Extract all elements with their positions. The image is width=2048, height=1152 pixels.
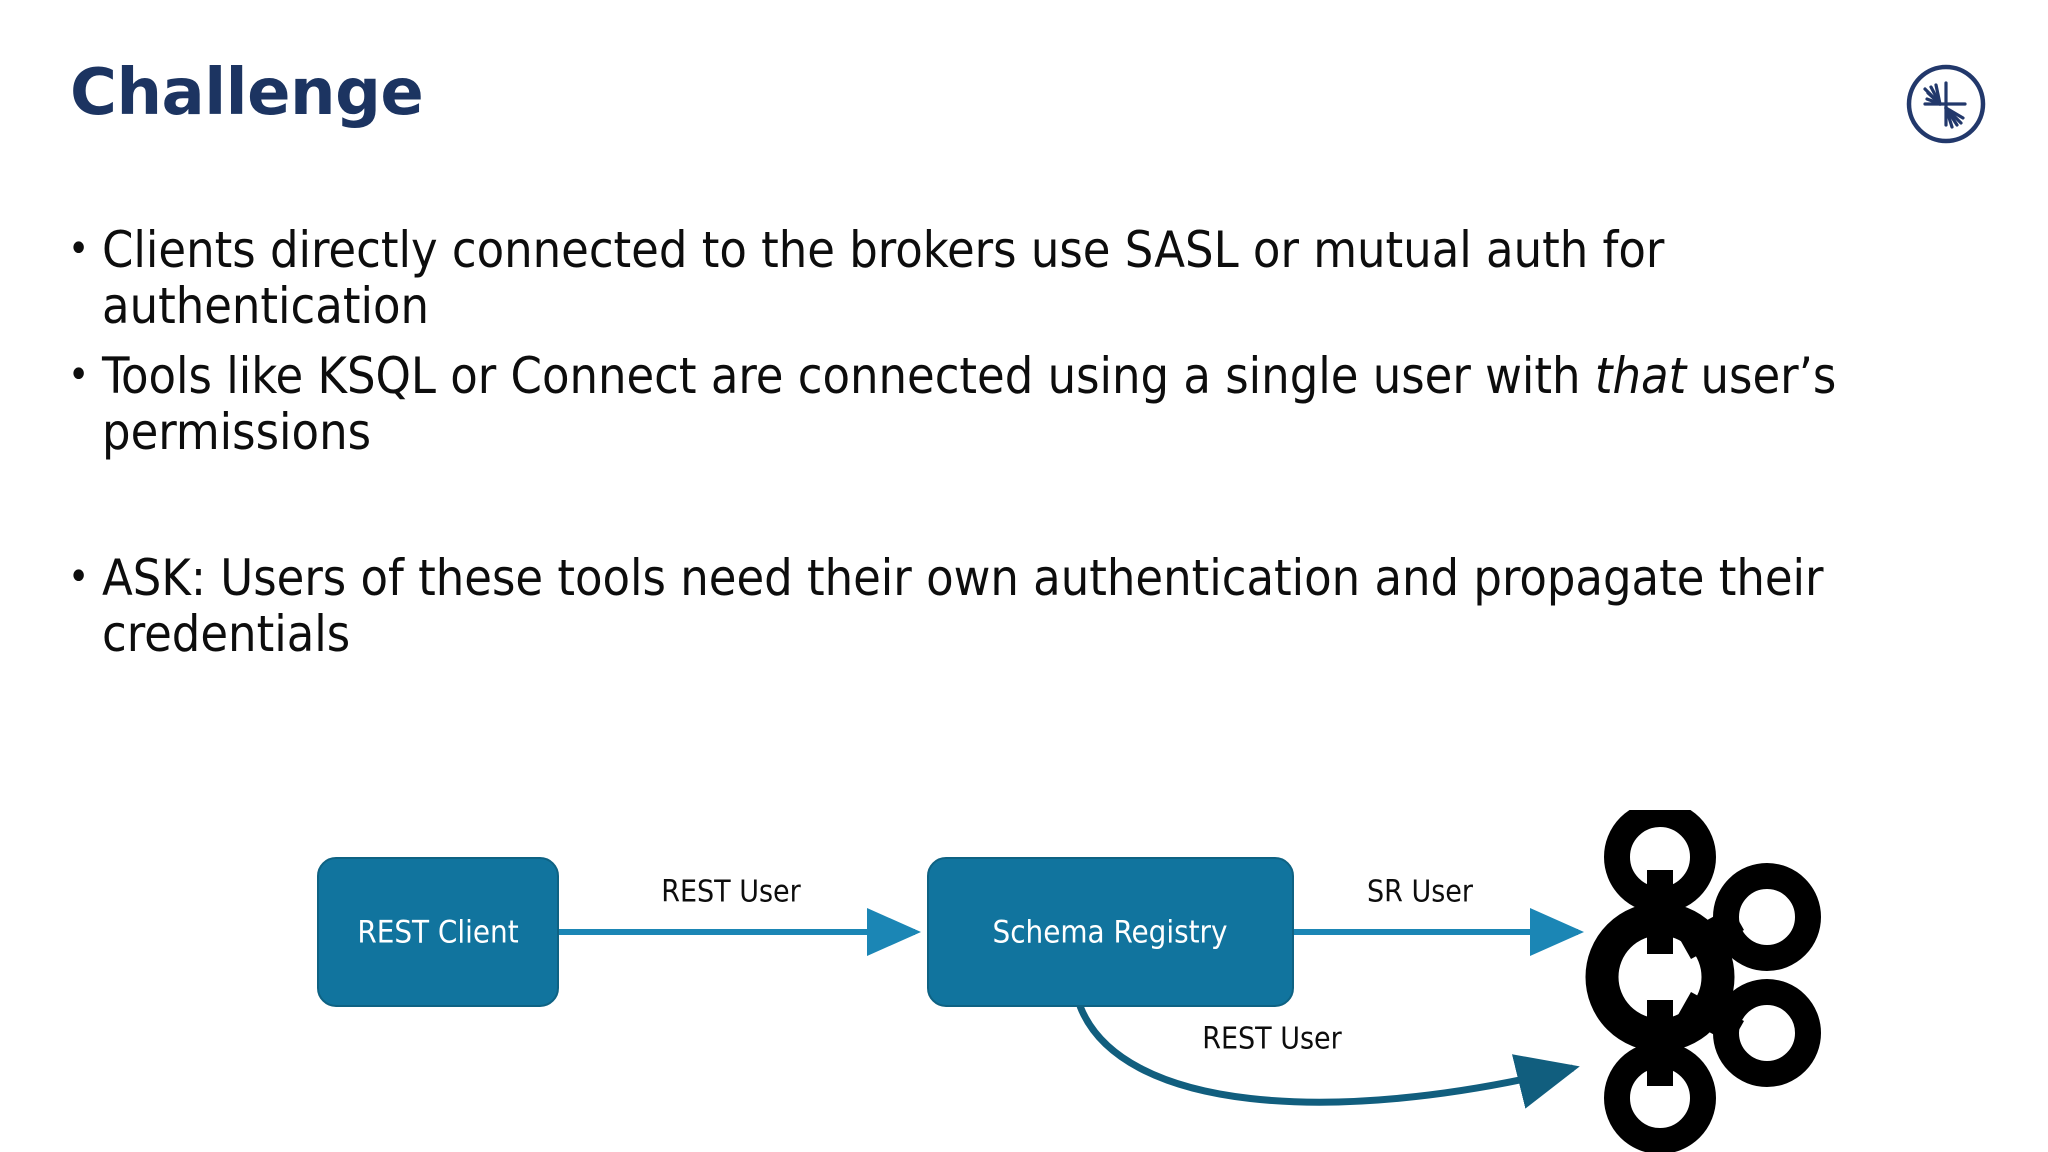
bullet-marker: • [68,226,90,272]
bullet-text-tail: user’s permissions [102,347,1837,461]
edge-sr-user: SR User [1290,875,1584,956]
node-rest-client[interactable]: REST Client [317,857,559,1007]
bullet-text: Tools like KSQL or Connect are connected… [102,348,1912,460]
node-label: REST Client [357,915,518,951]
edge-rest-user-1: REST User [556,875,921,956]
node-label: Schema Registry [992,915,1227,951]
bullet-text: Clients directly connected to the broker… [102,222,1912,334]
bullet-spacer [68,474,1948,550]
edge-rest-user-2: REST User [1076,1004,1580,1109]
bullet-text-main: Clients directly connected to the broker… [102,221,1665,335]
edge-label: REST User [1202,1022,1342,1057]
node-box[interactable] [927,857,1294,1007]
bullet-marker: • [68,554,90,600]
bullet-list: • Clients directly connected to the brok… [68,222,1948,676]
edge-curve [1076,1004,1580,1109]
list-item: • Clients directly connected to the brok… [68,222,1948,334]
kafka-logo-icon [1585,810,1821,1152]
page-title: Challenge [70,56,424,130]
node-box[interactable] [317,857,559,1007]
bullet-text-main: ASK: Users of these tools need their own… [102,549,1824,663]
node-schema-registry[interactable]: Schema Registry [927,857,1294,1007]
list-item: • ASK: Users of these tools need their o… [68,550,1948,662]
edge-label: SR User [1367,875,1474,910]
bullet-marker: • [68,352,90,398]
bullet-text-main: Tools like KSQL or Connect are connected… [102,347,1595,405]
list-item: • Tools like KSQL or Connect are connect… [68,348,1948,460]
edge-label: REST User [661,875,801,910]
bullet-text-emphasis: that [1594,347,1687,405]
confluent-starburst-icon [1905,63,1987,145]
bullet-text: ASK: Users of these tools need their own… [102,550,1912,662]
architecture-diagram: REST User SR User REST User REST Client … [0,810,2048,1152]
